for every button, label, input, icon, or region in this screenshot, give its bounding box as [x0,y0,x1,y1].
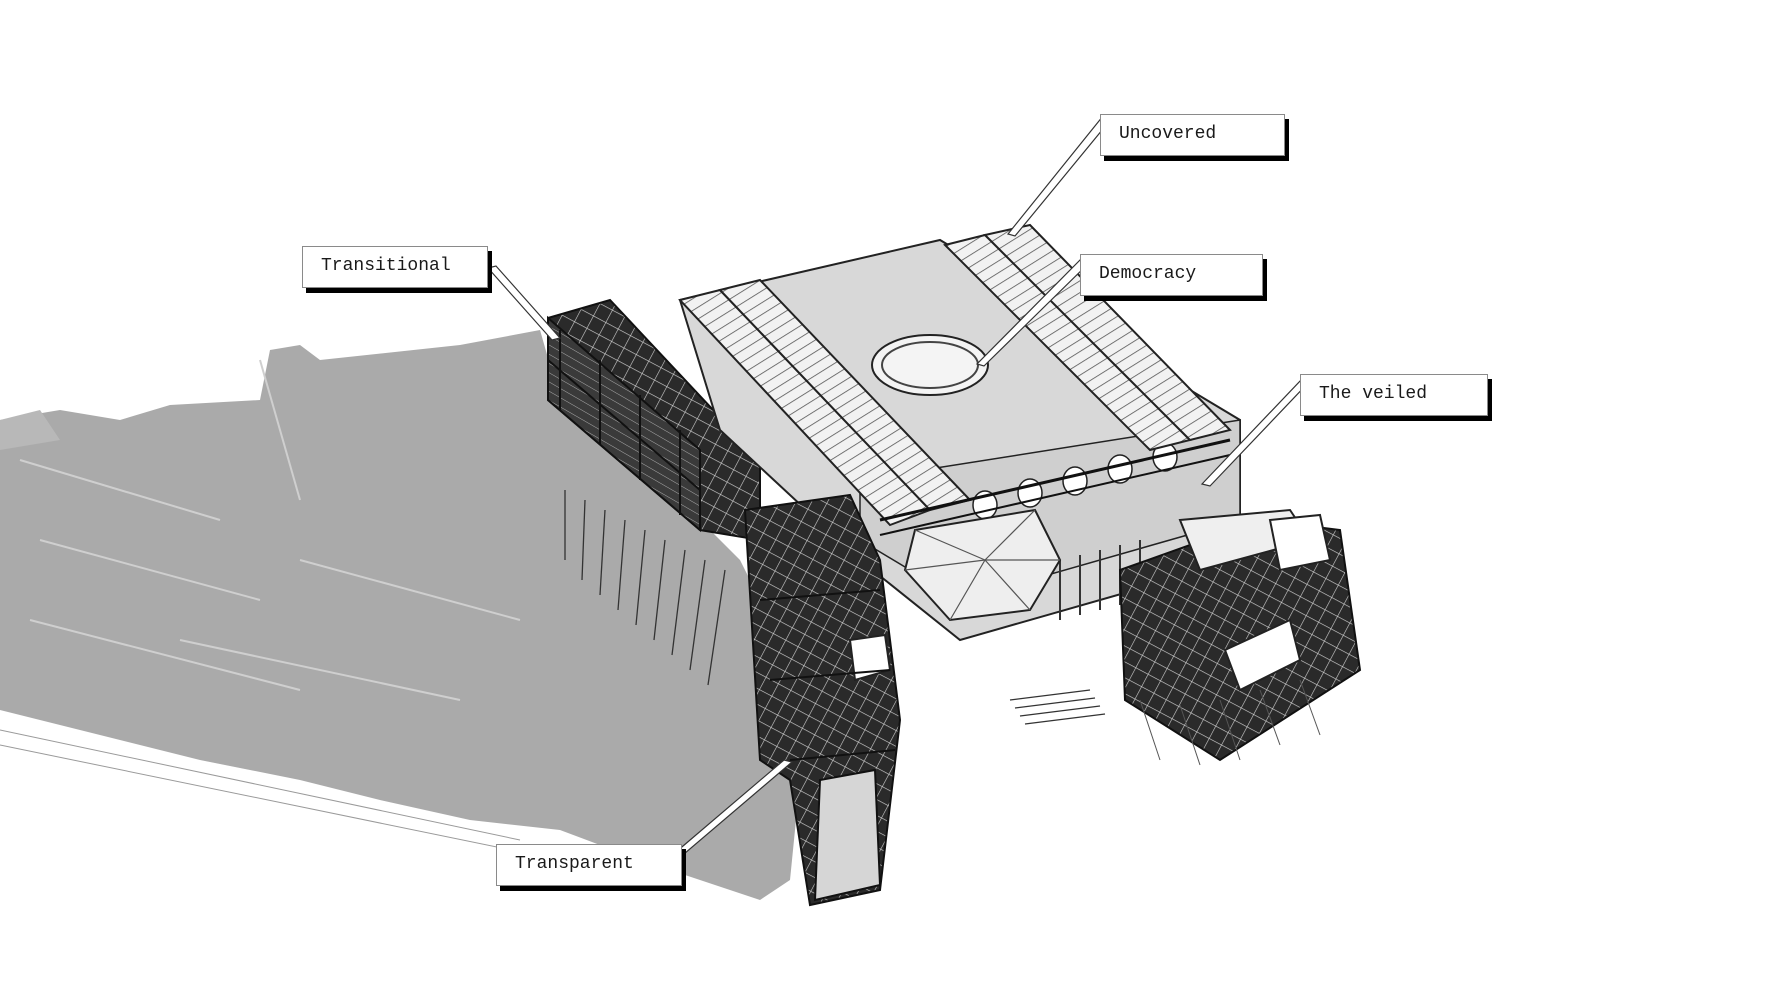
leader-transitional [486,265,562,341]
leader-lines [486,115,1312,855]
callout-democracy-text: Democracy [1099,264,1197,284]
callout-transitional-text: Transitional [321,256,451,276]
callout-uncovered-text: Uncovered [1119,124,1217,144]
callout-transitional: Transitional [302,246,488,288]
leader-uncovered [1006,115,1114,237]
callout-the-veiled: The veiled [1300,374,1488,416]
ground-shadow [0,330,810,900]
transparent-tower [743,493,902,907]
main-building [678,223,1241,725]
callout-democracy: Democracy [1080,254,1263,296]
callout-the-veiled-text: The veiled [1319,384,1428,404]
callout-uncovered: Uncovered [1100,114,1285,156]
veiled-wing [1118,508,1362,766]
callout-transparent-text: Transparent [515,854,634,874]
callout-transparent: Transparent [496,844,682,886]
